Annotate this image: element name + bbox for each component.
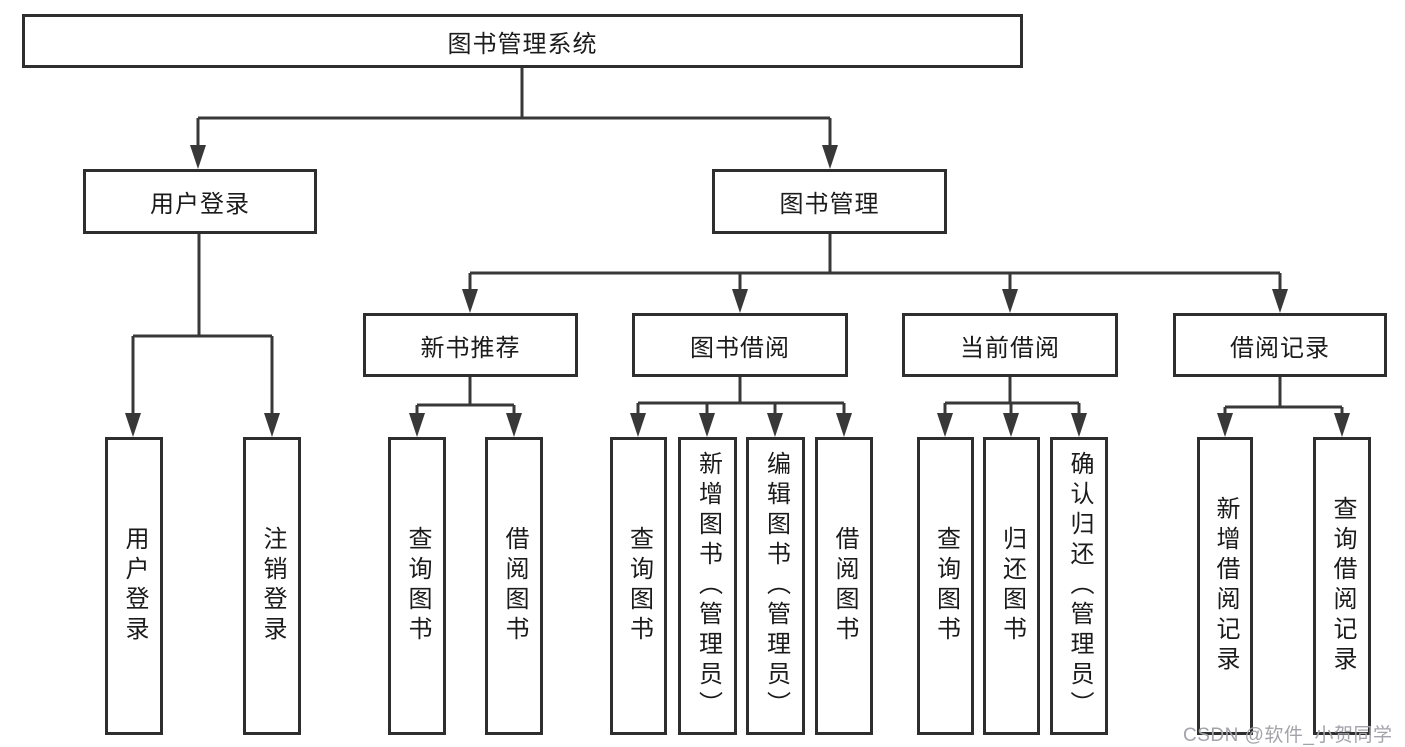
node-user-login: 用户登录 <box>83 169 317 234</box>
node-current-borrow: 当前借阅 <box>902 313 1118 377</box>
node-borrow-records: 借阅记录 <box>1173 313 1387 377</box>
leaf-user-login: 用户登录 <box>105 437 163 735</box>
leaf-current-query-books: 查询图书 <box>917 437 974 735</box>
leaf-newbook-query-books: 查询图书 <box>388 437 446 735</box>
node-root: 图书管理系统 <box>22 14 1023 68</box>
node-book-borrow: 图书借阅 <box>632 313 848 377</box>
leaf-borrow-edit-books-admin: 编辑图书（管理员） <box>746 437 805 735</box>
leaf-records-add-record: 新增借阅记录 <box>1197 437 1253 735</box>
leaf-newbook-borrow-books: 借阅图书 <box>485 437 543 735</box>
leaf-records-query-record: 查询借阅记录 <box>1313 437 1371 735</box>
leaf-current-confirm-return-admin: 确认归还（管理员） <box>1050 437 1108 735</box>
leaf-logout: 注销登录 <box>243 437 301 735</box>
arrowheads <box>125 145 1350 437</box>
leaf-borrow-borrow-books: 借阅图书 <box>815 437 873 735</box>
node-new-book-recommend: 新书推荐 <box>363 313 578 377</box>
node-book-management: 图书管理 <box>712 169 947 234</box>
leaf-borrow-query-books: 查询图书 <box>610 437 667 735</box>
leaf-current-return-books: 归还图书 <box>983 437 1040 735</box>
leaf-borrow-add-books-admin: 新增图书（管理员） <box>678 437 737 735</box>
watermark: CSDN @软件_小贺同学 <box>1183 725 1393 746</box>
